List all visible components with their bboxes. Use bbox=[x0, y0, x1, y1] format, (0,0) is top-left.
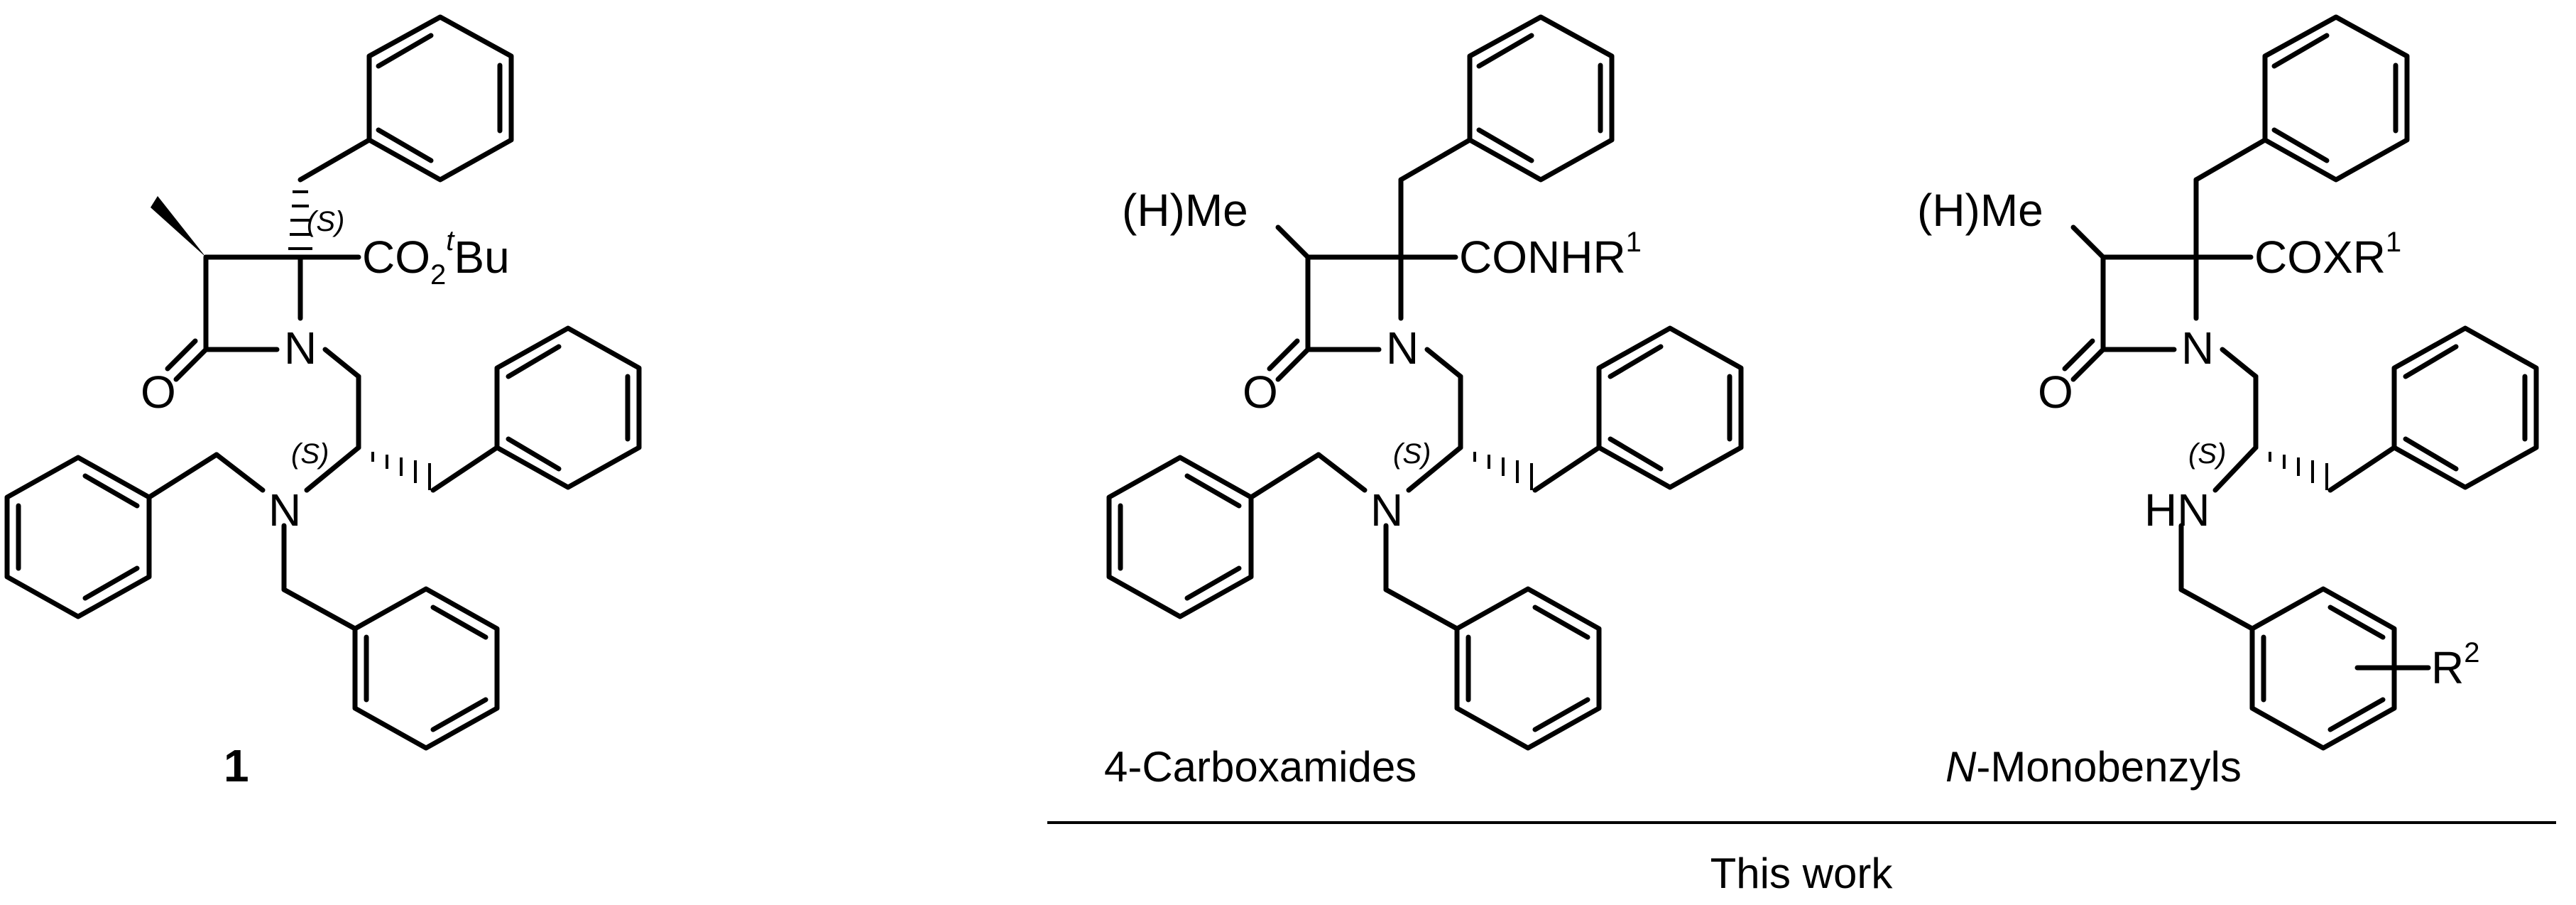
stereo-label-side: (S) bbox=[291, 438, 329, 470]
amide-label: CONHR1 bbox=[1459, 227, 1642, 283]
ring-nitrogen: N bbox=[1386, 323, 1419, 374]
benzene-ring-bottom bbox=[352, 586, 500, 751]
benzene-ring-top bbox=[2262, 14, 2410, 183]
monobenzyl-structure: (H)Me COXR1 N O (S) HN R2 N-Monobenzyls bbox=[1917, 14, 2539, 791]
caption-monobenzyls: N-Monobenzyls bbox=[1945, 743, 2242, 791]
benzene-ring-left bbox=[4, 455, 152, 619]
aryl-substituent: R2 bbox=[2431, 637, 2479, 693]
hashed-wedge bbox=[288, 190, 312, 250]
carbonyl-oxygen: O bbox=[2038, 367, 2073, 418]
carbonyl-oxygen: O bbox=[141, 367, 176, 418]
amine-nh: HN bbox=[2144, 484, 2210, 536]
compound-1: (S) CO2tBu N O (S) N 1 bbox=[4, 14, 642, 791]
benzene-ring-bottom bbox=[1454, 586, 1602, 751]
benzene-ring-left bbox=[1106, 455, 1254, 619]
ester-label: CO2tBu bbox=[362, 225, 510, 291]
stereo-label-side: (S) bbox=[2188, 438, 2226, 470]
amine-nitrogen: N bbox=[1370, 484, 1403, 536]
hashed-bond bbox=[371, 452, 431, 490]
acyl-label: COXR1 bbox=[2254, 227, 2401, 283]
footer-label: This work bbox=[1710, 850, 1894, 897]
benzene-ring-top bbox=[366, 14, 514, 183]
benzene-ring-right bbox=[1596, 325, 1744, 490]
ring-nitrogen: N bbox=[284, 323, 317, 374]
compound-number: 1 bbox=[224, 740, 249, 791]
benzene-ring-right bbox=[494, 325, 642, 490]
wedge-bond bbox=[151, 196, 206, 257]
carbonyl-oxygen: O bbox=[1243, 367, 1278, 418]
benzene-ring-right bbox=[2391, 325, 2539, 490]
ring-nitrogen: N bbox=[2181, 323, 2214, 374]
methyl-label: (H)Me bbox=[1122, 185, 1248, 236]
benzene-ring-top bbox=[1467, 14, 1615, 183]
stereo-label-side: (S) bbox=[1393, 438, 1431, 470]
hashed-bond bbox=[2269, 452, 2328, 490]
amine-nitrogen: N bbox=[268, 484, 301, 536]
benzene-ring-substituted bbox=[2249, 586, 2397, 751]
stereo-label-c4: (S) bbox=[307, 206, 344, 237]
caption-carboxamides: 4-Carboxamides bbox=[1104, 743, 1417, 791]
hashed-bond bbox=[1473, 452, 1533, 490]
carboxamide-structure: (H)Me CONHR1 N O (S) N 4-Carboxamides bbox=[1104, 14, 1744, 791]
methyl-label: (H)Me bbox=[1917, 185, 2043, 236]
